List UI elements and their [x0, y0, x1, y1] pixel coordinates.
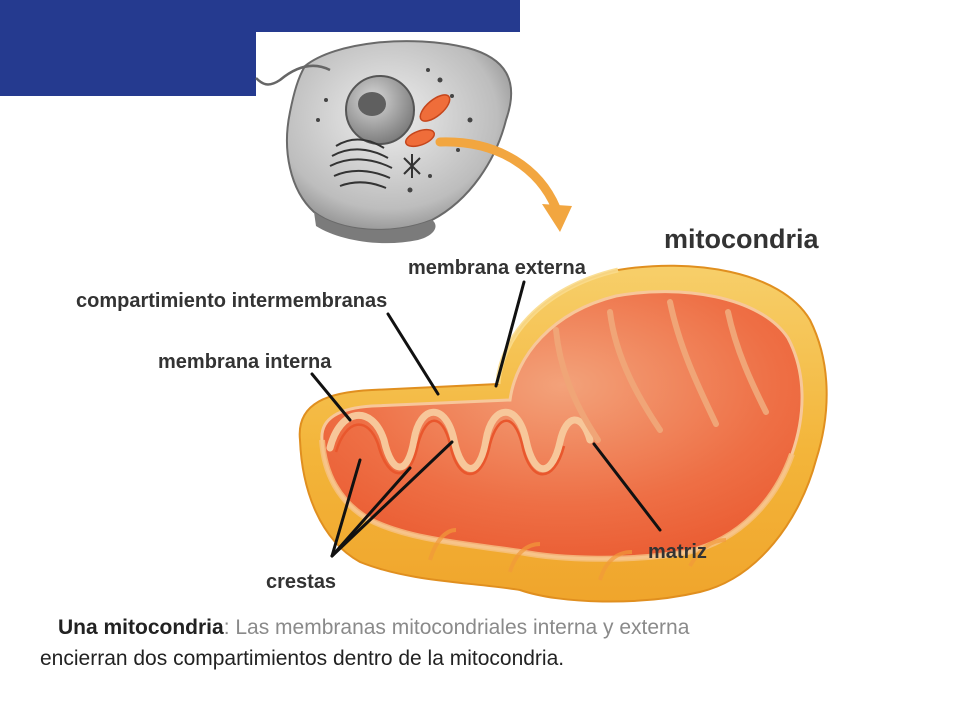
cell-mitochondrion	[404, 94, 451, 148]
pointer-membrana-externa	[494, 280, 526, 388]
caption-line-1: : Las membranas mitocondriales interna y…	[223, 616, 690, 639]
nucleus	[345, 75, 415, 145]
header-band-top	[0, 0, 520, 32]
caption-line-2: encierran dos compartimientos dentro de …	[40, 647, 565, 670]
caption-lead: Una mitocondria	[58, 616, 224, 639]
cristae	[326, 408, 594, 473]
figure-caption: Una mitocondria: Las membranas mitocondr…	[40, 612, 920, 674]
centriole	[403, 154, 421, 178]
label-membrana-externa: membrana externa	[408, 257, 587, 279]
label-compartimiento-intermembranas: compartimiento intermembranas	[76, 290, 387, 312]
pointer-compartimiento	[386, 312, 440, 396]
diagram-title: mitocondria	[664, 224, 819, 254]
pointer-matriz	[592, 442, 662, 532]
pointer-membrana-interna	[310, 372, 352, 422]
pointer-crestas-2	[330, 440, 454, 558]
pointer-lines	[310, 280, 662, 558]
pointer-crestas-1	[330, 458, 362, 558]
mitochondrion	[298, 264, 828, 603]
label-matriz: matriz	[648, 541, 707, 563]
header-band-left	[0, 32, 256, 96]
golgi-apparatus	[329, 138, 393, 189]
label-membrana-interna: membrana interna	[158, 351, 332, 373]
zoom-arrow	[435, 137, 572, 232]
label-crestas: crestas	[266, 571, 336, 593]
animal-cell	[255, 40, 513, 244]
pointer-crestas-3	[330, 466, 412, 558]
